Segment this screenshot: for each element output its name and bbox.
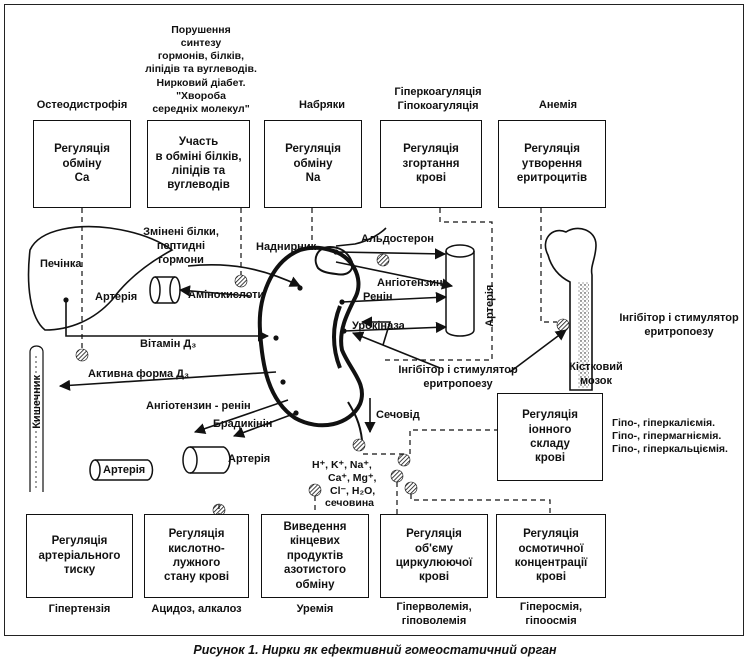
label-ions-1: H⁺, K⁺, Na⁺,	[312, 459, 372, 471]
marrow-area	[578, 282, 589, 388]
box-erythropoiesis-regulation: Регуляція утворення еритроцитів	[498, 120, 606, 208]
label-angiotensin-renin: Ангіотензин - ренін	[146, 400, 251, 412]
label-renin: Ренін	[363, 291, 393, 303]
label-bone-marrow: Кістковий мозок	[569, 361, 623, 387]
disorder-coagulation: Гіперкоагуляція Гіпокоагуляція	[394, 86, 482, 112]
box-coagulation-regulation: Регуляція згортання крові	[380, 120, 482, 208]
figure-frame	[4, 4, 744, 636]
label-artery-left: Артерія	[95, 291, 138, 303]
label-amino-acids: Амінокислоти	[188, 289, 265, 301]
box-blood-volume-regulation: Регуляція об'єму циркулюючої крові	[380, 514, 488, 598]
disorder-volemia: Гіперволемія, гіповолемія	[396, 601, 472, 627]
label-adrenal: Наднирник	[256, 241, 317, 253]
disorder-edema: Набряки	[298, 99, 346, 111]
label-altered-proteins: Змінені білки, пептидні гормони	[143, 226, 219, 266]
adrenal-shape	[314, 245, 354, 276]
label-intestine: Кишечник	[31, 374, 44, 429]
intestine-shape	[29, 352, 44, 492]
disorder-metabolism: Порушення синтезу гормонів, білків, ліпі…	[145, 24, 257, 115]
label-ions-3: Cl⁻, H₂O,	[330, 485, 376, 497]
disorder-hypertension: Гіпертензія	[48, 603, 111, 615]
figure-caption: Рисунок 1. Нирки як ефективний гомеостат…	[193, 643, 557, 657]
box-metabolism-participation: Участь в обміні білків, ліпідів та вугле…	[147, 120, 250, 208]
disorder-osmia: Гіперосмія, гіпоосмія	[519, 601, 583, 627]
bone-shape	[544, 227, 597, 391]
label-artery-bottom-2: Артерія	[228, 453, 271, 465]
box-ion-regulation: Регуляція іонного складу крові	[497, 393, 603, 481]
label-active-form-d3: Активна форма Д₃	[88, 368, 190, 380]
disorder-uremia: Уремія	[296, 603, 334, 615]
label-inhibitor-mid: Інгібітор і стимулятор еритропоезу	[398, 364, 518, 390]
box-calcium-regulation: Регуляція обміну Ca	[33, 120, 131, 208]
label-aldosterone: Альдостерон	[361, 233, 434, 245]
box-pressure-regulation: Регуляція артеріального тиску	[26, 514, 133, 598]
artery-bottom-mid-shape	[182, 446, 231, 474]
label-ions-4: сечовина	[325, 497, 375, 509]
label-ureter: Сечовід	[376, 409, 420, 421]
artery-bottom-left-shape	[89, 459, 154, 481]
label-angiotensin: Ангіотензин	[377, 277, 443, 289]
artery-right-shape	[445, 244, 475, 337]
liver-shape	[27, 225, 174, 331]
box-osmotic-regulation: Регуляція осмотичної концентрації крові	[496, 514, 606, 598]
label-inhibitor-right: Інгібітор і стимулятор еритропоезу	[619, 312, 739, 338]
artery-left-shape	[149, 276, 181, 304]
disorder-anemia: Анемія	[538, 99, 578, 111]
label-liver: Печінка	[40, 258, 82, 270]
label-artery-right: Артерія	[484, 284, 497, 327]
box-nitrogen-excretion: Виведення кінцевих продуктів азотистого …	[261, 514, 369, 598]
label-ions-2: Ca⁺, Mg⁺,	[328, 472, 377, 484]
disorder-ions: Гіпо-, гіперкаліємія. Гіпо-, гіпермагніє…	[612, 417, 728, 456]
label-vitamin-d3: Вітамін Д₃	[140, 338, 197, 350]
disorder-osteodystrophy: Остеодистрофія	[36, 99, 128, 111]
kidney-shape	[257, 245, 364, 428]
label-artery-bottom-1: Артерія	[103, 464, 146, 476]
label-urokinase: Урокіназа	[352, 320, 405, 332]
box-sodium-regulation: Регуляція обміну Na	[264, 120, 362, 208]
disorder-acidosis: Ацидоз, алкалоз	[151, 603, 242, 615]
box-acid-base-regulation: Регуляція кислотно- лужного стану крові	[144, 514, 249, 598]
label-bradykinin: Брадикінін	[213, 418, 273, 430]
